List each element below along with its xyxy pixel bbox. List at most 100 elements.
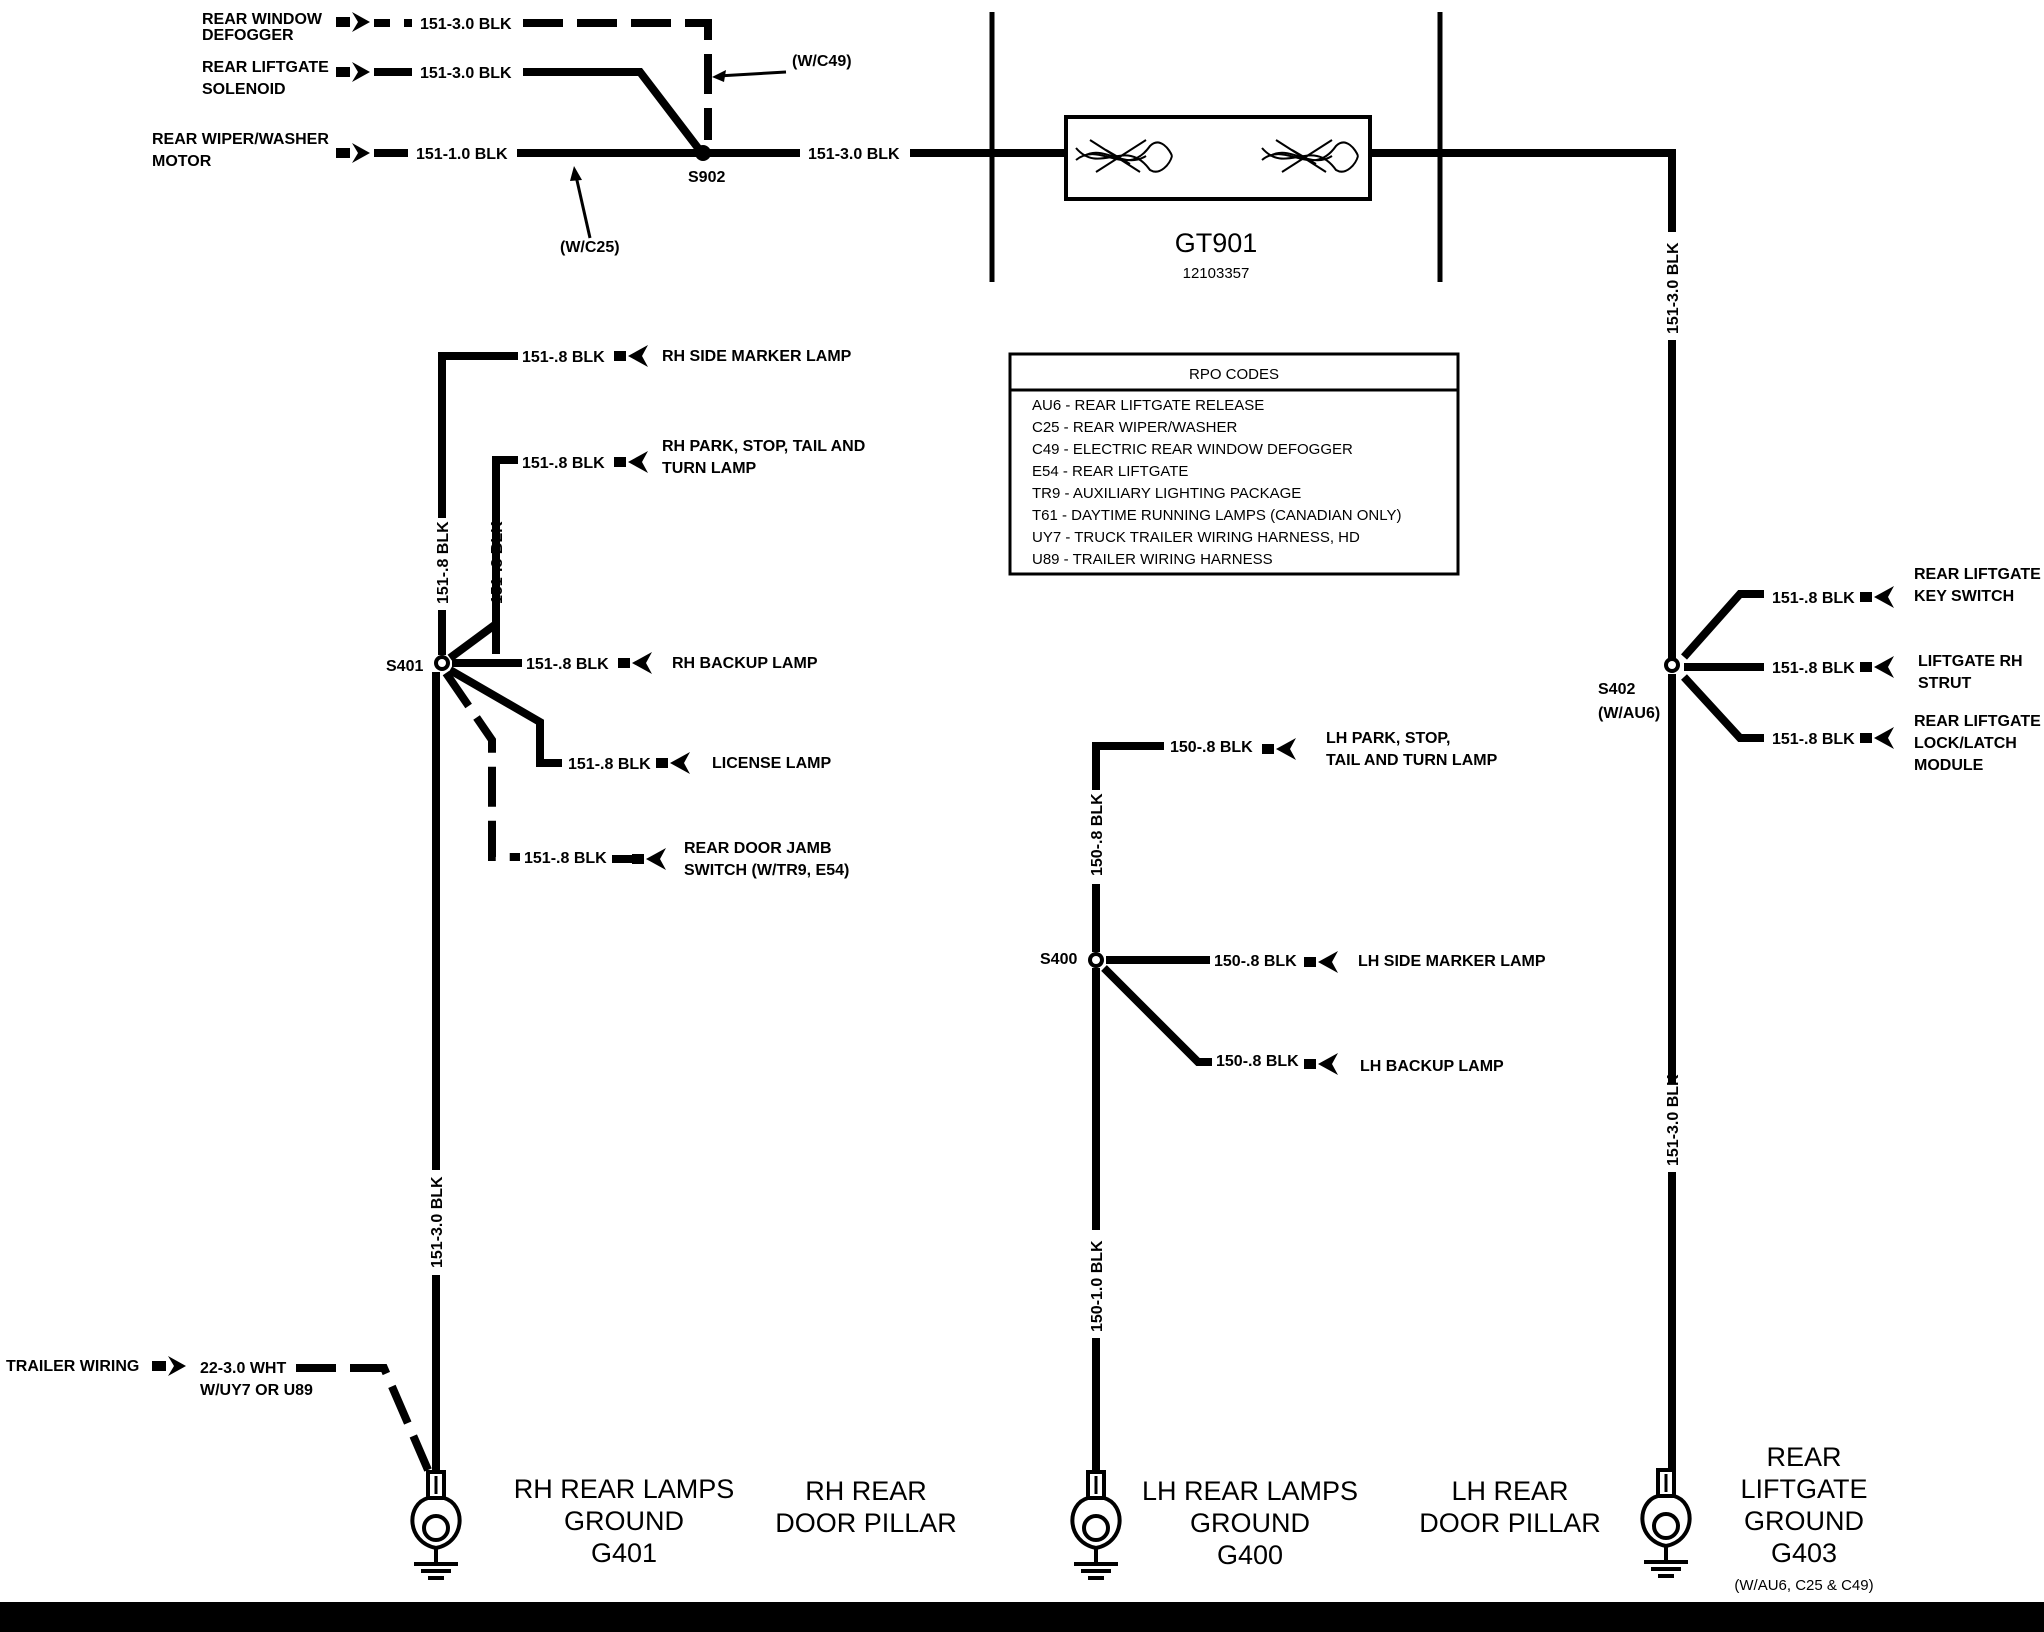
top-section: REAR WINDOW DEFOGGER 151-3.0 BLK REAR LI… — [152, 11, 1066, 256]
g403-label-4: G403 — [1771, 1538, 1837, 1568]
lh-vertical-label: 150-.8 BLK — [1089, 793, 1106, 876]
wiper-wire-label: 151-1.0 BLK — [416, 146, 508, 163]
rpo-code-e54: E54 - REAR LIFTGATE — [1032, 463, 1188, 480]
lh-park-stop-label-1: LH PARK, STOP, — [1326, 730, 1450, 747]
lh-side-marker-connector-icon — [1304, 951, 1338, 973]
gt901-to-s402-wire-top — [1370, 149, 1676, 232]
rh-park-stop-label-1: RH PARK, STOP, TAIL AND — [662, 438, 865, 455]
wiper-connector-icon — [336, 143, 370, 163]
g400-label-2: GROUND — [1190, 1508, 1310, 1538]
g403-label-2: LIFTGATE — [1740, 1474, 1867, 1504]
lh-backup-wire-label: 150-.8 BLK — [1216, 1053, 1299, 1070]
solenoid-wire — [523, 68, 702, 151]
rh-backup-wire-label: 151-.8 BLK — [526, 656, 609, 673]
liftgate-wire-label-bottom: 151-3.0 BLK — [1665, 1074, 1682, 1166]
door-jamb-connector-icon — [632, 848, 666, 870]
g400-ground-icon — [1070, 1470, 1122, 1580]
lh-park-stop-connector-icon — [1262, 738, 1296, 760]
liftgate-wire-label-top: 151-3.0 BLK — [1665, 242, 1682, 334]
w-c49-label: (W/C49) — [792, 53, 852, 70]
gt901-part: 12103357 — [1183, 265, 1250, 282]
lock-latch-label-3: MODULE — [1914, 757, 1984, 774]
rh-strut-label-1: LIFTGATE RH — [1918, 653, 2023, 670]
solenoid-wire-label: 151-3.0 BLK — [420, 65, 512, 82]
license-connector-icon — [656, 752, 690, 774]
lh-park-stop-wire-label: 150-.8 BLK — [1170, 739, 1253, 756]
rh-strut-label-2: STRUT — [1918, 675, 1972, 692]
license-wire-label: 151-.8 BLK — [568, 756, 651, 773]
defogger-wire-label: 151-3.0 BLK — [420, 16, 512, 33]
rh-backup-label: RH BACKUP LAMP — [672, 655, 818, 672]
rh-vertical-label-2: 151-.8 BLK — [489, 521, 506, 604]
rh-pillar-label-2: DOOR PILLAR — [775, 1508, 957, 1538]
rh-strut-connector-icon — [1860, 656, 1894, 678]
trailer-wire-label-2: W/UY7 OR U89 — [200, 1382, 313, 1399]
w-c25-pointer — [574, 175, 592, 239]
door-jamb-label-1: REAR DOOR JAMB — [684, 840, 832, 857]
rear-wiper-motor-label-2: MOTOR — [152, 153, 212, 170]
rpo-code-uy7: UY7 - TRUCK TRAILER WIRING HARNESS, HD — [1032, 529, 1360, 546]
trailer-wire-label-1: 22-3.0 WHT — [200, 1360, 286, 1377]
rear-liftgate-solenoid-label-1: REAR LIFTGATE — [202, 59, 329, 76]
lock-latch-wire-label: 151-.8 BLK — [1772, 731, 1855, 748]
lh-ground-wire-label: 150-1.0 BLK — [1089, 1240, 1106, 1332]
rh-side-marker-label: RH SIDE MARKER LAMP — [662, 348, 852, 365]
rear-wiper-motor-label-1: REAR WIPER/WASHER — [152, 131, 329, 148]
key-switch-label-2: KEY SWITCH — [1914, 588, 2014, 605]
braid-left-icon — [1075, 139, 1173, 173]
liftgate-main-wire: 151-3.0 BLK S402 (W/AU6) 151-3.0 BLK 151… — [1370, 149, 2041, 1594]
g403-label-1: REAR — [1766, 1442, 1841, 1472]
g403-note: (W/AU6, C25 & C49) — [1734, 1577, 1873, 1594]
g403-label-3: GROUND — [1744, 1506, 1864, 1536]
w-c25-label: (W/C25) — [560, 239, 620, 256]
rh-strut-wire-label: 151-.8 BLK — [1772, 660, 1855, 677]
rpo-code-t61: T61 - DAYTIME RUNNING LAMPS (CANADIAN ON… — [1032, 507, 1402, 524]
gt901-name: GT901 — [1175, 228, 1258, 258]
lock-latch-label-2: LOCK/LATCH — [1914, 735, 2017, 752]
w-c49-pointer — [717, 70, 787, 78]
rpo-code-c25: C25 - REAR WIPER/WASHER — [1032, 419, 1237, 436]
door-jamb-label-2: SWITCH (W/TR9, E54) — [684, 862, 849, 879]
s402-note: (W/AU6) — [1598, 705, 1660, 722]
w-c25-arrow-icon — [570, 166, 582, 181]
bottom-border — [0, 1602, 2044, 1632]
rh-park-stop-wire — [492, 456, 518, 654]
solenoid-connector-icon — [336, 62, 370, 82]
rh-backup-connector-icon — [618, 652, 652, 674]
braid-right-icon — [1261, 139, 1359, 173]
trailer-wire — [296, 1364, 432, 1472]
rear-liftgate-solenoid-label-2: SOLENOID — [202, 81, 286, 98]
rpo-code-tr9: TR9 - AUXILIARY LIGHTING PACKAGE — [1032, 485, 1301, 502]
s400-label: S400 — [1040, 951, 1077, 968]
lh-side-marker-wire-label: 150-.8 BLK — [1214, 953, 1297, 970]
s902-label: S902 — [688, 169, 725, 186]
rpo-codes-table: RPO CODES AU6 - REAR LIFTGATE RELEASE C2… — [1008, 352, 1460, 576]
rh-side-marker-wire — [438, 352, 518, 518]
license-label: LICENSE LAMP — [712, 755, 831, 772]
rh-park-stop-wire-label: 151-.8 BLK — [522, 455, 605, 472]
s402-label: S402 — [1598, 681, 1635, 698]
lh-side-marker-label: LH SIDE MARKER LAMP — [1358, 953, 1546, 970]
license-wire — [447, 666, 562, 767]
lh-backup-label: LH BACKUP LAMP — [1360, 1058, 1504, 1075]
door-jamb-wire-label: 151-.8 BLK — [524, 850, 607, 867]
lh-park-stop-label-2: TAIL AND TURN LAMP — [1326, 752, 1498, 769]
key-switch-label-1: REAR LIFTGATE — [1914, 566, 2041, 583]
g401-ground-icon — [410, 1470, 462, 1580]
rh-side-marker-connector-icon — [614, 345, 648, 367]
g400-label-3: G400 — [1217, 1540, 1283, 1570]
door-jamb-wire — [442, 670, 520, 861]
g401-label-2: GROUND — [564, 1506, 684, 1536]
main-wire-label: 151-3.0 BLK — [808, 146, 900, 163]
rpo-title: RPO CODES — [1189, 366, 1279, 383]
lh-park-stop-wire — [1092, 742, 1164, 790]
rpo-code-u89: U89 - TRAILER WIRING HARNESS — [1032, 551, 1273, 568]
trailer-wiring-label: TRAILER WIRING — [6, 1358, 139, 1375]
key-switch-connector-icon — [1860, 586, 1894, 608]
rpo-code-c49: C49 - ELECTRIC REAR WINDOW DEFOGGER — [1032, 441, 1353, 458]
rh-ground-wire-label: 151-3.0 BLK — [429, 1176, 446, 1268]
rear-window-defogger-label-2: DEFOGGER — [202, 27, 294, 44]
g403-ground-icon — [1640, 1468, 1692, 1578]
lh-pillar-label-1: LH REAR — [1451, 1476, 1568, 1506]
